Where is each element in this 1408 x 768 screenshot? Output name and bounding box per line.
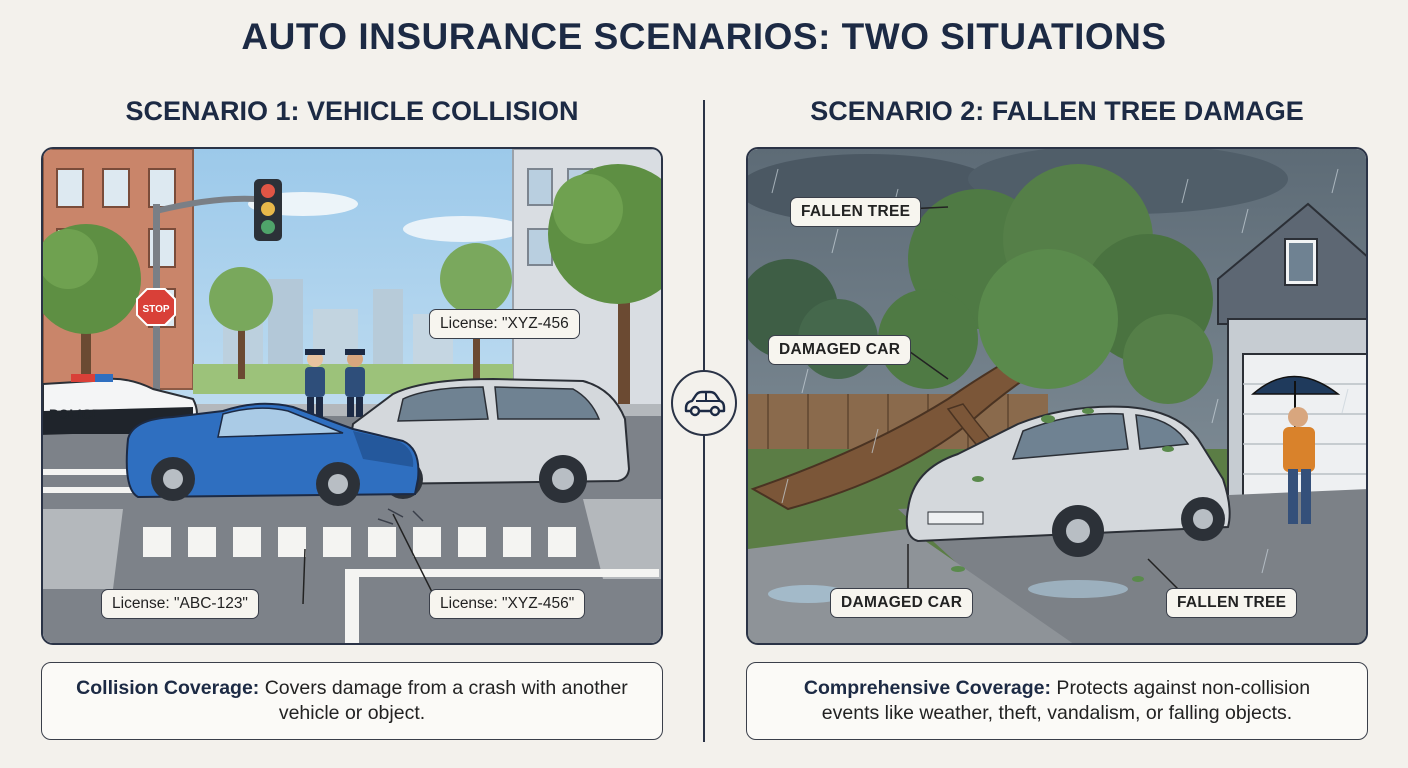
damaged-car-mid-callout: DAMAGED CAR [768,335,912,365]
car-icon [684,390,726,417]
abc-license-callout: License: "ABC-123" [101,589,259,619]
fallen-tree-bottom-callout: FALLEN TREE [1166,588,1298,618]
collision-coverage-caption: Collision Coverage: Covers damage from a… [41,662,663,740]
comprehensive-coverage-caption: Comprehensive Coverage: Protects against… [746,662,1368,740]
scenario-1-title: SCENARIO 1: VEHICLE COLLISION [125,96,579,126]
fallen-tree-illustration: FALLEN TREE DAMAGED CAR DAMAGED CAR FALL… [746,147,1368,645]
collision-coverage-term: Collision Coverage: [76,676,260,699]
stop-sign-text: STOP [142,304,169,315]
damaged-car-bottom-callout: DAMAGED CAR [830,588,974,618]
page-title: AUTO INSURANCE SCENARIOS: TWO SITUATIONS [241,16,1167,57]
center-badge [671,370,737,436]
top-license-callout: License: "XYZ-456 [429,309,580,339]
collision-illustration: STOP POLICE [41,147,663,645]
police-car-label: POLICE [49,406,101,422]
comprehensive-coverage-term: Comprehensive Coverage: [803,676,1052,699]
scenario-2-title: SCENARIO 2: FALLEN TREE DAMAGE [810,96,1304,126]
collision-coverage-text: Covers damage from a crash with another … [259,676,628,724]
comprehensive-coverage-text: Protects against non-collision events li… [821,676,1311,724]
fallen-tree-top-callout: FALLEN TREE [790,197,922,227]
xyz-license-callout: License: "XYZ-456" [429,589,586,619]
